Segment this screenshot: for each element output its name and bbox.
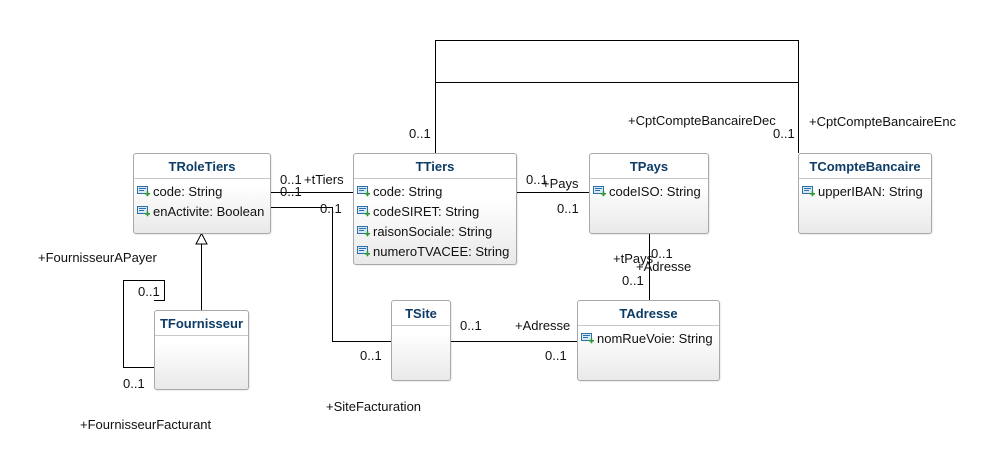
label-compte-dec-role: +CptCompteBancaireDec	[628, 113, 776, 128]
label-site-adresse-mult-b: 0..1	[545, 348, 567, 363]
attribute-row[interactable]: codeISO: String	[590, 182, 708, 202]
label-roletiers-site-mult: 0..1	[320, 201, 342, 216]
label-pays-adresse-mult-a: 0..1	[651, 246, 673, 261]
public-attribute-icon	[357, 246, 370, 258]
attribute-text: nomRueVoie: String	[597, 331, 713, 346]
public-attribute-icon	[357, 226, 370, 238]
label-site-left-mult: 0..1	[360, 348, 382, 363]
public-attribute-icon	[137, 206, 150, 218]
attribute-row[interactable]: upperIBAN: String	[799, 182, 931, 202]
label-pays-adresse-mult-b: 0..1	[622, 273, 644, 288]
label-roletiers-tiers-mult-a: 0..1	[280, 172, 302, 187]
attribute-row[interactable]: code: String	[134, 182, 270, 202]
edge-fournisseur-self	[123, 280, 165, 368]
label-compte-enc-role: +CptCompteBancaireEnc	[809, 114, 957, 129]
label-compte-top-mult: 0..1	[773, 126, 795, 141]
attribute-text: codeSIRET: String	[373, 204, 480, 219]
attribute-row[interactable]: enActivite: Boolean	[134, 202, 270, 222]
label-tiers-pays-role: +Pays	[542, 176, 579, 191]
attribute-compartment: code: String enActivite: Boolean	[134, 179, 270, 222]
class-ttiers[interactable]: TTiers code: String codeSIRET: String raiso…	[353, 153, 517, 265]
public-attribute-icon	[137, 186, 150, 198]
attribute-text: codeISO: String	[609, 184, 701, 199]
edge-roletiers-site	[271, 207, 391, 342]
class-title: TPays	[590, 154, 708, 179]
class-title: TRoleTiers	[134, 154, 270, 179]
attribute-row[interactable]: code: String	[354, 182, 516, 202]
attribute-compartment: upperIBAN: String	[799, 179, 931, 202]
attribute-row[interactable]: codeSIRET: String	[354, 202, 516, 222]
attribute-text: enActivite: Boolean	[153, 204, 265, 219]
label-roletiers-tiers-role: +tTiers	[304, 172, 344, 187]
label-fournisseur-self-mult-b: 0..1	[123, 376, 145, 391]
label-site-facturation-role: +SiteFacturation	[326, 399, 422, 414]
class-tsite[interactable]: TSite	[391, 300, 451, 381]
label-tiers-top-mult: 0..1	[409, 126, 431, 141]
class-tadresse[interactable]: TAdresse nomRueVoie: String	[577, 300, 720, 381]
attribute-row[interactable]: numeroTVACEE: String	[354, 242, 516, 262]
public-attribute-icon	[357, 206, 370, 218]
class-tpays[interactable]: TPays codeISO: String	[589, 153, 709, 234]
attribute-text: upperIBAN: String	[818, 184, 923, 199]
edge-tiers-compte	[435, 40, 799, 153]
label-pays-adresse-role-a: +tPays	[613, 251, 654, 266]
attribute-compartment: codeISO: String	[590, 179, 708, 202]
attribute-text: code: String	[373, 184, 443, 199]
label-fournisseur-self-mult-a: 0..1	[138, 284, 160, 299]
generalization-arrowhead	[195, 232, 208, 245]
class-title: TCompteBancaire	[799, 154, 931, 179]
class-title: TTiers	[354, 154, 516, 179]
attribute-compartment	[392, 326, 450, 329]
label-fournisseur-facturant-role: +FournisseurFacturant	[80, 417, 212, 432]
attribute-compartment: nomRueVoie: String	[578, 326, 719, 349]
class-title: TAdresse	[578, 301, 719, 326]
label-fournisseur-apayer-role: +FournisseurAPayer	[38, 250, 157, 265]
label-tiers-pays-mult-b: 0..1	[557, 201, 579, 216]
attribute-text: numeroTVACEE: String	[373, 244, 510, 259]
class-title: TFournisseur	[155, 311, 248, 336]
attribute-compartment: code: String codeSIRET: String raisonSocia…	[354, 179, 516, 262]
public-attribute-icon	[357, 186, 370, 198]
class-troletiers[interactable]: TRoleTiers code: String enActivite: Boolea…	[133, 153, 271, 234]
class-tcomptebancaire[interactable]: TCompteBancaire upperIBAN: String	[798, 153, 932, 234]
attribute-text: code: String	[153, 184, 223, 199]
public-attribute-icon	[593, 186, 606, 198]
public-attribute-icon	[581, 333, 594, 345]
label-tiers-pays-mult-a: 0..1	[526, 172, 548, 187]
attribute-compartment	[155, 336, 248, 339]
class-tfournisseur[interactable]: TFournisseur	[154, 310, 249, 390]
attribute-text: raisonSociale: String	[373, 224, 493, 239]
label-site-adresse-role: +Adresse	[515, 318, 571, 333]
class-title: TSite	[392, 301, 450, 326]
label-pays-adresse-role-b: +Adresse	[636, 259, 692, 274]
label-site-adresse-mult-a: 0..1	[460, 318, 482, 333]
attribute-row[interactable]: nomRueVoie: String	[578, 329, 719, 349]
attribute-row[interactable]: raisonSociale: String	[354, 222, 516, 242]
label-roletiers-tiers-mult-b: 0..1	[280, 184, 302, 199]
public-attribute-icon	[802, 186, 815, 198]
